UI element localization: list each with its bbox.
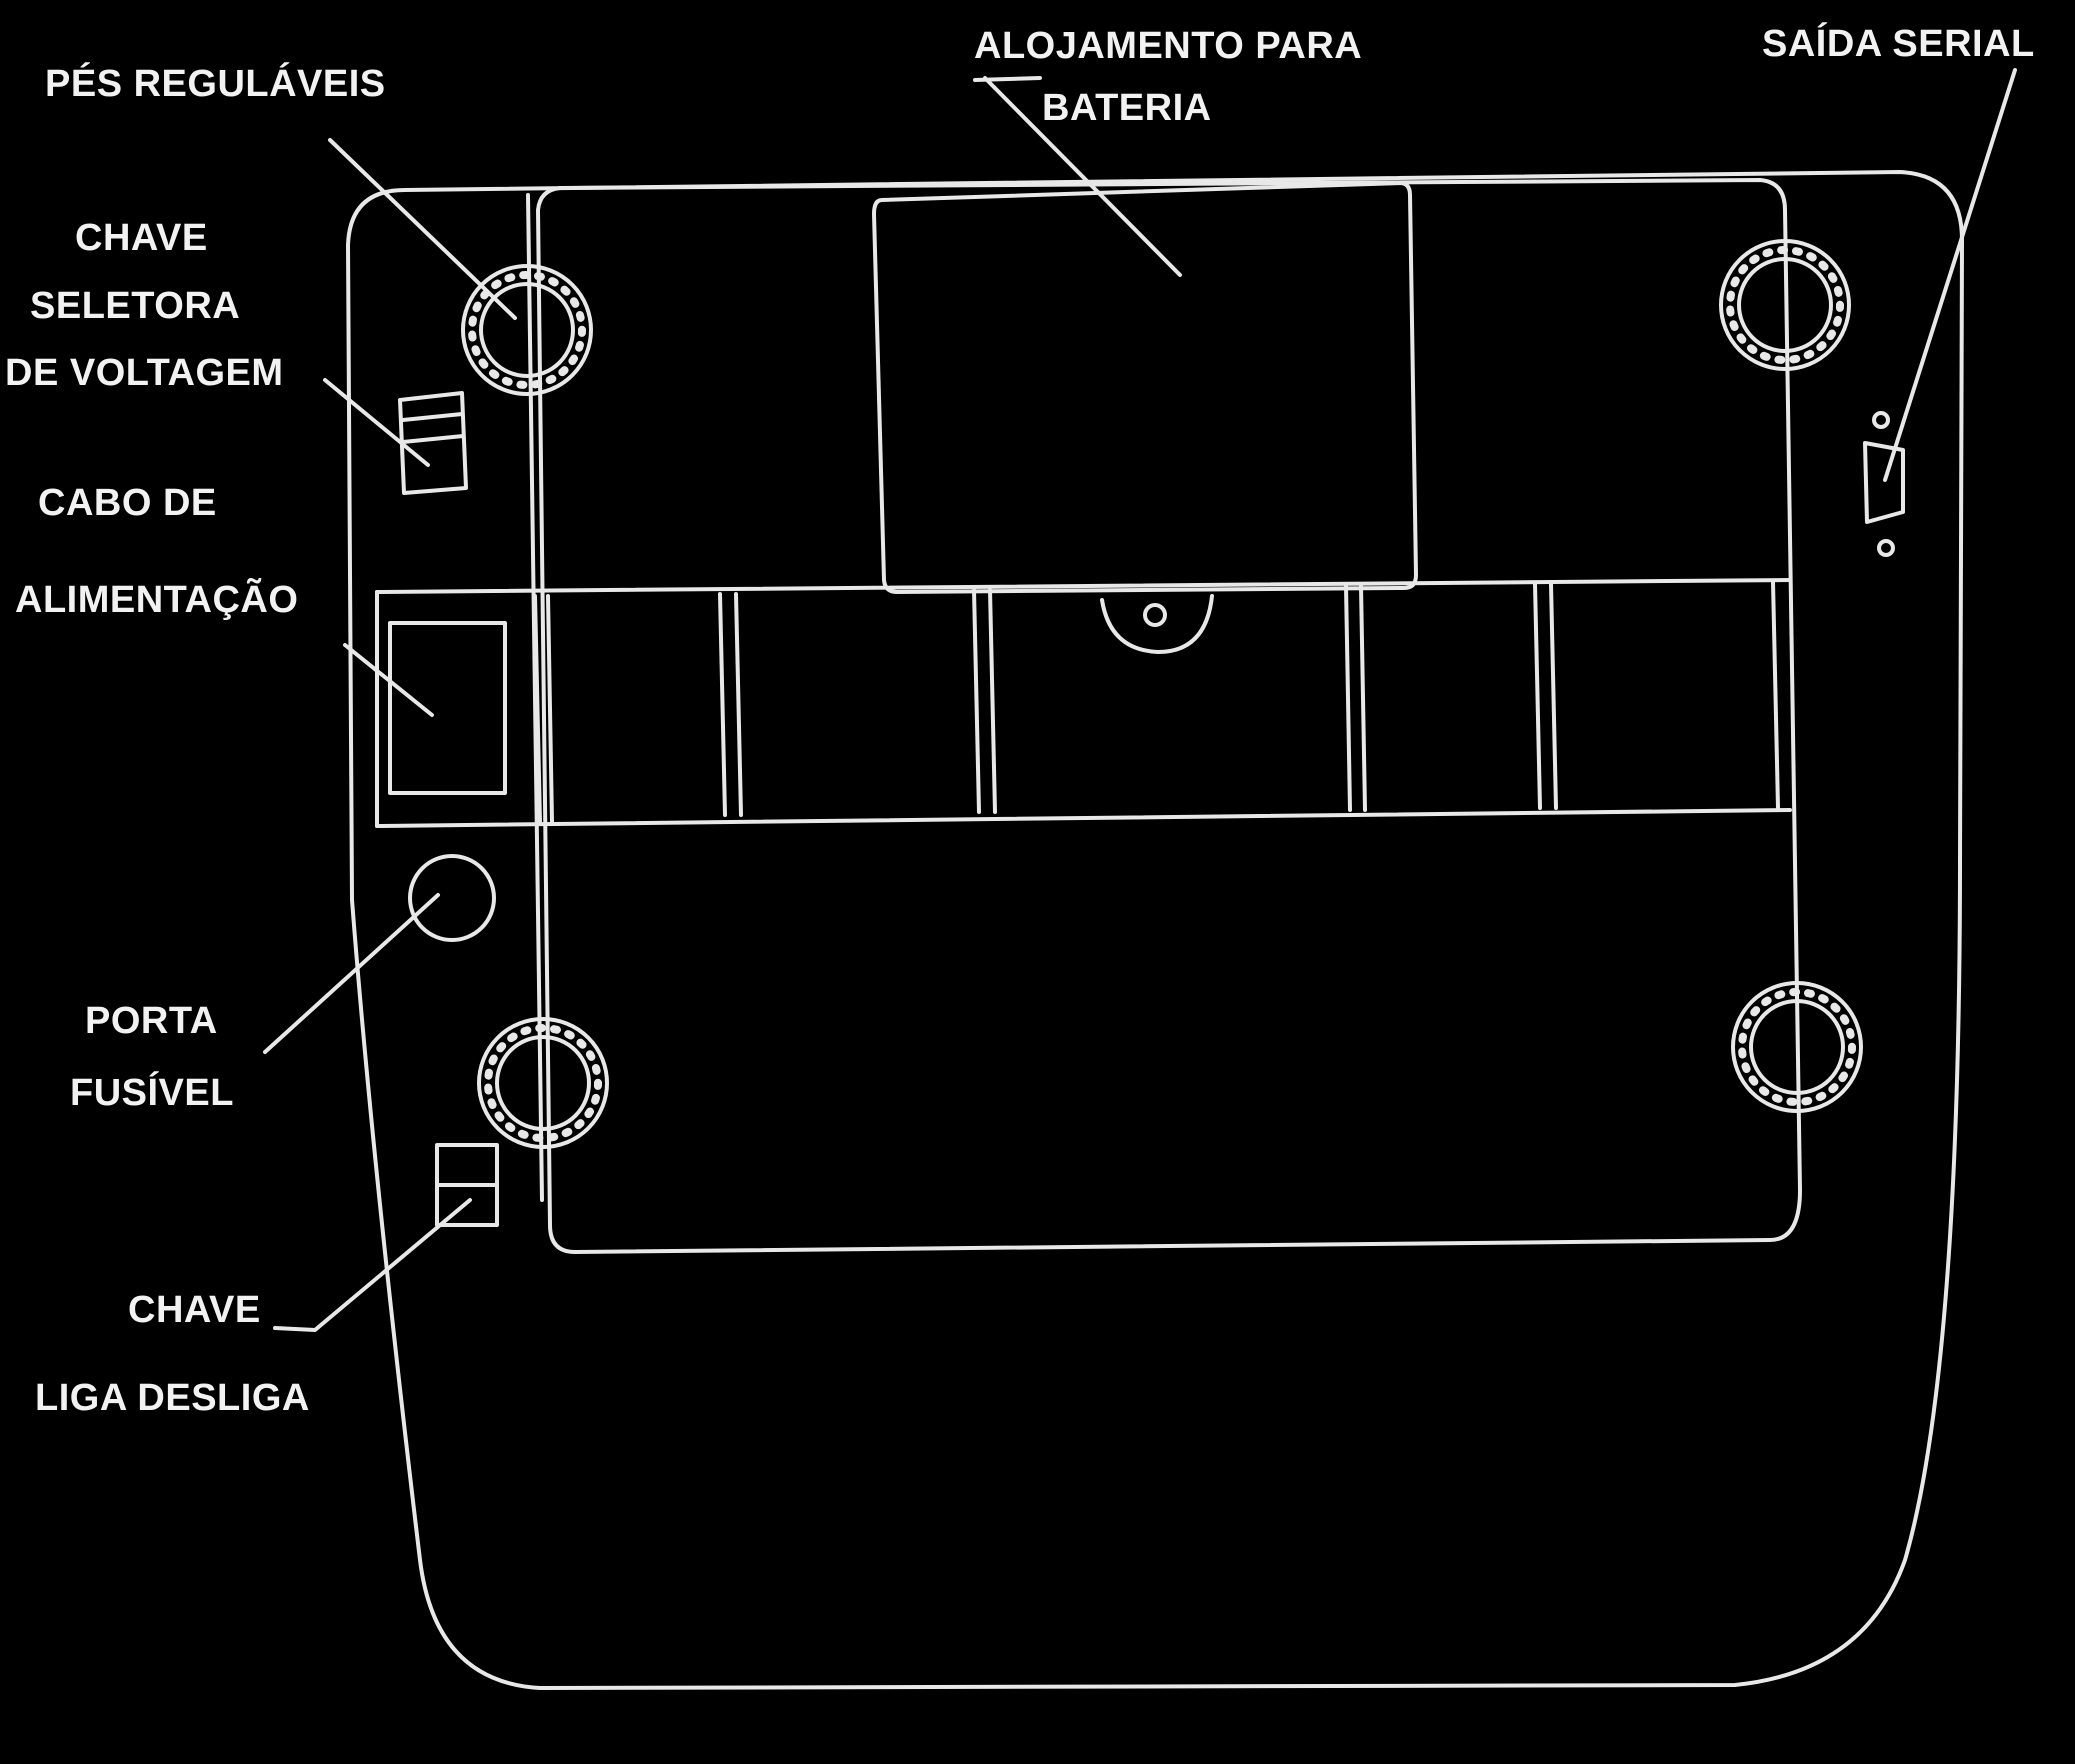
- band-divider: [718, 592, 727, 817]
- battery-screw-tab: [1100, 594, 1214, 654]
- leader-line-liga: [273, 1198, 472, 1332]
- band-top: [375, 578, 1792, 594]
- label-chave-seletora-1: CHAVE: [75, 217, 208, 259]
- leader-line-bateria-tick: [973, 76, 1042, 82]
- battery-screw-icon: [1143, 603, 1167, 627]
- adjustable-foot-bottom-left: [477, 1017, 609, 1149]
- label-chave-liga-2: LIGA DESLIGA: [35, 1377, 310, 1419]
- label-chave-seletora-3: DE VOLTAGEM: [5, 352, 284, 394]
- label-alojamento-1: ALOJAMENTO PARA: [974, 25, 1362, 67]
- label-alojamento-2: BATERIA: [1042, 87, 1212, 129]
- band-divider: [734, 592, 743, 817]
- adjustable-foot-top-right: [1719, 239, 1851, 371]
- fuse-holder: [408, 854, 496, 942]
- leader-line-serial: [1883, 68, 2017, 482]
- band-divider: [972, 588, 981, 814]
- label-chave-liga-1: CHAVE: [128, 1289, 261, 1331]
- voltage-selector-switch: [398, 391, 468, 495]
- label-cabo-1: CABO DE: [38, 482, 217, 524]
- band-divider: [546, 594, 554, 824]
- adjustable-foot-top-left: [461, 264, 593, 396]
- serial-screw-icon: [1877, 539, 1895, 557]
- band-bottom: [375, 808, 1792, 828]
- band-divider: [533, 594, 542, 824]
- leader-line-cabo: [343, 643, 434, 717]
- band-divider: [1533, 582, 1542, 810]
- band-divider: [988, 588, 997, 814]
- power-cable-socket: [388, 621, 507, 795]
- serial-port-connector: [1863, 441, 1905, 524]
- battery-compartment: [872, 181, 1418, 594]
- label-cabo-2: ALIMENTAÇÃO: [15, 577, 298, 621]
- label-porta-1: PORTA: [85, 1000, 218, 1042]
- device-outline: [346, 170, 1964, 1690]
- band-divider: [1359, 584, 1367, 812]
- band-divider: [1771, 580, 1780, 810]
- left-rail: [526, 193, 544, 1202]
- band-divider: [1549, 582, 1558, 810]
- leader-line-bateria: [983, 76, 1182, 277]
- inner-panel: [536, 178, 1802, 1254]
- serial-screw-icon: [1872, 411, 1890, 429]
- adjustable-foot-bottom-right: [1731, 981, 1863, 1113]
- leader-line-fusivel: [263, 893, 440, 1054]
- band-divider: [1344, 584, 1352, 812]
- label-chave-seletora-2: SELETORA: [30, 285, 240, 327]
- leader-line-seletora: [323, 378, 430, 467]
- label-saida-serial: SAÍDA SERIAL: [1762, 21, 2035, 65]
- label-porta-2: FUSÍVEL: [70, 1070, 234, 1114]
- label-pes-regulaveis: PÉS REGULÁVEIS: [45, 61, 386, 105]
- leader-line-pes: [328, 138, 517, 320]
